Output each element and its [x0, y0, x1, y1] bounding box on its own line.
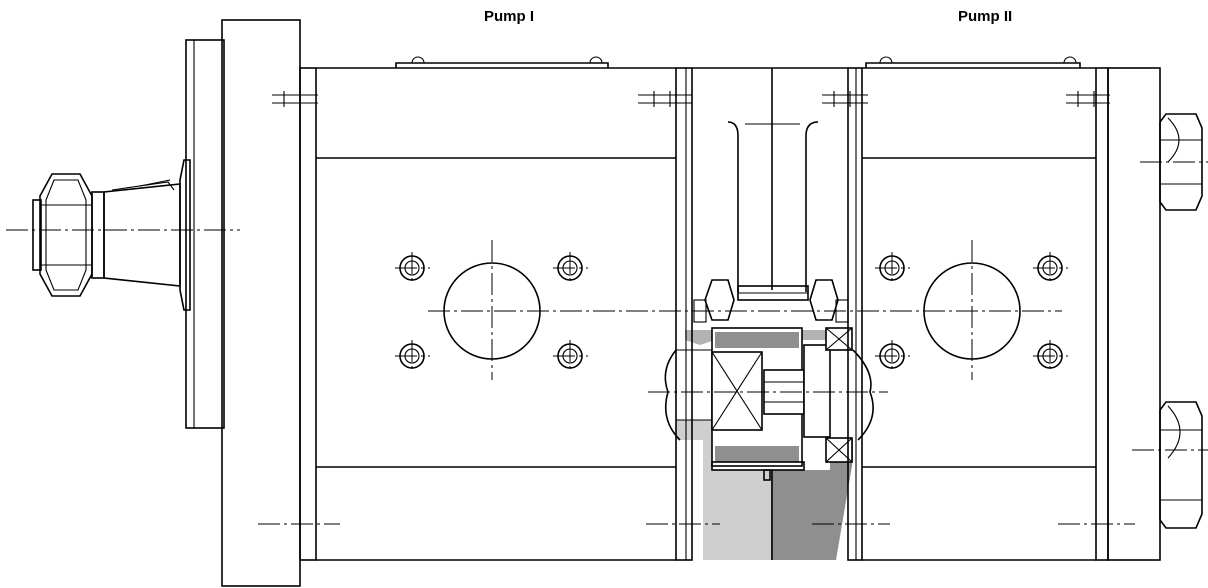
section-shade-light	[676, 420, 771, 560]
coupling-housing	[692, 67, 849, 560]
upper-plug	[1159, 113, 1203, 211]
drive-shaft	[32, 159, 191, 311]
lower-plug	[1159, 401, 1203, 529]
pump-2-body	[847, 56, 1161, 561]
mounting-flange	[185, 19, 301, 587]
center-lines	[6, 161, 1208, 525]
tie-bolt-symbols	[272, 91, 1110, 107]
pump-2-label: Pump II	[958, 8, 1013, 25]
shaft-taper	[103, 183, 181, 287]
right-bearing	[803, 344, 831, 438]
shaft-nut	[39, 173, 93, 297]
shaft-shoulder	[179, 159, 191, 311]
pump-1-label: Pump I	[484, 8, 535, 25]
pump-1-body	[299, 56, 693, 561]
end-plugs	[1159, 113, 1203, 529]
coupling-section	[664, 327, 874, 481]
